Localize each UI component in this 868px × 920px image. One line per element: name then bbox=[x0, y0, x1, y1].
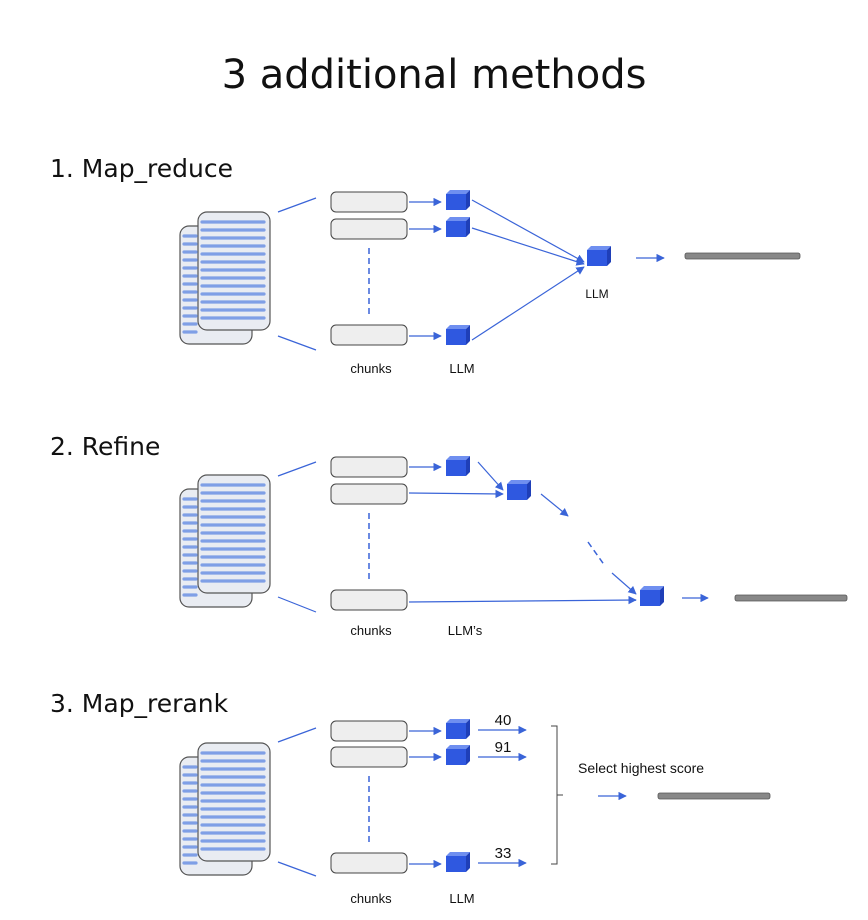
chunk-box bbox=[330, 324, 408, 346]
section-map-reduce: 1. Map_reduce LLM chunks LLM bbox=[50, 154, 801, 376]
select-highest-score-label: Select highest score bbox=[578, 760, 704, 776]
chunks-label: chunks bbox=[350, 361, 392, 376]
llm-cube-icon bbox=[446, 456, 470, 476]
llm-cube-icon bbox=[507, 480, 531, 500]
section-heading: 1. Map_reduce bbox=[50, 154, 233, 183]
output-bar bbox=[684, 252, 801, 260]
split-line bbox=[277, 727, 317, 743]
chunks-label: chunks bbox=[350, 623, 392, 638]
llm-cube-icon bbox=[446, 190, 470, 210]
llm-label: LLM bbox=[449, 361, 474, 376]
chunk-box bbox=[330, 746, 408, 768]
llm-cube-icon bbox=[587, 246, 611, 266]
score-label: 33 bbox=[495, 845, 512, 862]
ellipsis-dashed-line bbox=[587, 541, 606, 567]
score-label: 91 bbox=[495, 739, 512, 756]
arrow bbox=[408, 489, 504, 499]
llm-cube-icon bbox=[446, 719, 470, 739]
document-icon bbox=[178, 210, 272, 346]
llm-cube-icon bbox=[446, 745, 470, 765]
chunk-box bbox=[330, 720, 408, 742]
chunk-box bbox=[330, 191, 408, 213]
score-label: 40 bbox=[495, 712, 512, 729]
split-line bbox=[277, 596, 317, 613]
section-map-rerank: 3. Map_rerank 40 91 33 Select highest sc… bbox=[50, 689, 771, 906]
output-bar bbox=[734, 594, 848, 602]
split-line bbox=[277, 197, 317, 213]
bracket bbox=[551, 725, 563, 865]
llm-cube-icon bbox=[446, 325, 470, 345]
llm-cube-icon bbox=[446, 217, 470, 237]
section-heading: 2. Refine bbox=[50, 432, 160, 461]
arrow bbox=[471, 227, 585, 266]
arrow bbox=[611, 572, 637, 595]
document-icon bbox=[178, 473, 272, 609]
chunk-box bbox=[330, 483, 408, 505]
chunks-label: chunks bbox=[350, 891, 392, 906]
llm-label: LLM’s bbox=[448, 623, 483, 638]
split-line bbox=[277, 461, 317, 477]
llm-cube-icon bbox=[640, 586, 664, 606]
llm-cube-icon bbox=[446, 852, 470, 872]
chunk-box bbox=[330, 852, 408, 874]
arrow bbox=[477, 461, 504, 491]
llm-label: LLM bbox=[449, 891, 474, 906]
chunk-box bbox=[330, 218, 408, 240]
arrow bbox=[540, 493, 569, 517]
section-refine: 2. Refine chunks LLM’s bbox=[50, 432, 848, 638]
page-title: 3 additional methods bbox=[222, 52, 647, 98]
llm-final-label: LLM bbox=[585, 287, 608, 301]
arrow bbox=[471, 199, 585, 263]
chunk-box bbox=[330, 589, 408, 611]
section-heading: 3. Map_rerank bbox=[50, 689, 229, 718]
arrow bbox=[471, 266, 585, 341]
chunk-box bbox=[330, 456, 408, 478]
document-icon bbox=[178, 741, 272, 877]
split-line bbox=[277, 335, 317, 351]
split-line bbox=[277, 861, 317, 877]
arrow bbox=[408, 595, 637, 605]
output-bar bbox=[657, 792, 771, 800]
